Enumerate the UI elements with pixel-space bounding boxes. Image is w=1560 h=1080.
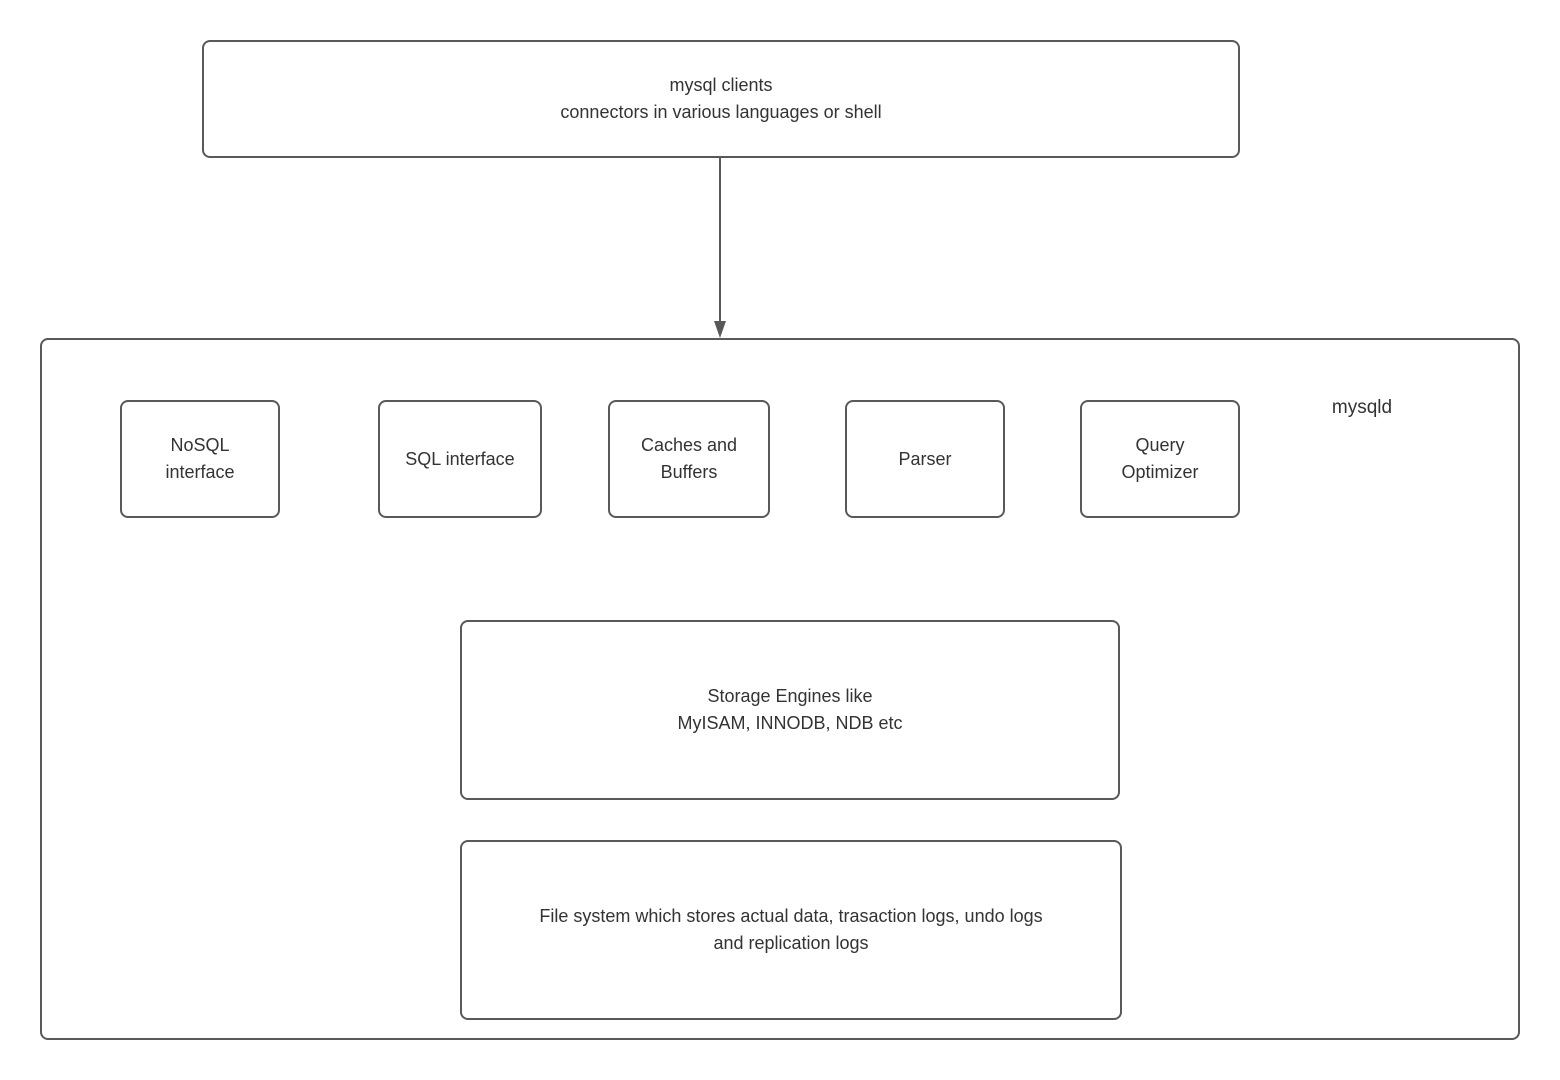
node-storage-engines[interactable]: Storage Engines like MyISAM, INNODB, NDB… [460, 620, 1120, 800]
node-nosql-interface[interactable]: NoSQL interface [120, 400, 280, 518]
node-query-optimizer[interactable]: Query Optimizer [1080, 400, 1240, 518]
nosql-interface-label: NoSQL interface [165, 435, 235, 482]
parser-label: Parser [898, 448, 952, 469]
caches-and-buffers-label: Caches and Buffers [640, 435, 738, 482]
node-file-system[interactable]: File system which stores actual data, tr… [460, 840, 1122, 1020]
sql-interface-label: SQL interface [405, 448, 515, 469]
node-mysql-clients[interactable]: mysql clients connectors in various lang… [202, 40, 1240, 158]
node-sql-interface[interactable]: SQL interface [378, 400, 542, 518]
clients-to-mysqld-arrow [714, 158, 726, 338]
node-caches-and-buffers[interactable]: Caches and Buffers [608, 400, 770, 518]
storage-engines-label: Storage Engines like MyISAM, INNODB, NDB… [677, 686, 903, 733]
query-optimizer-label: Query Optimizer [1121, 435, 1199, 482]
mysqld-label: mysqld [1331, 397, 1393, 418]
file-system-label: File system which stores actual data, tr… [539, 906, 1043, 953]
node-parser[interactable]: Parser [845, 400, 1005, 518]
mysql-clients-label: mysql clients connectors in various lang… [560, 75, 882, 122]
